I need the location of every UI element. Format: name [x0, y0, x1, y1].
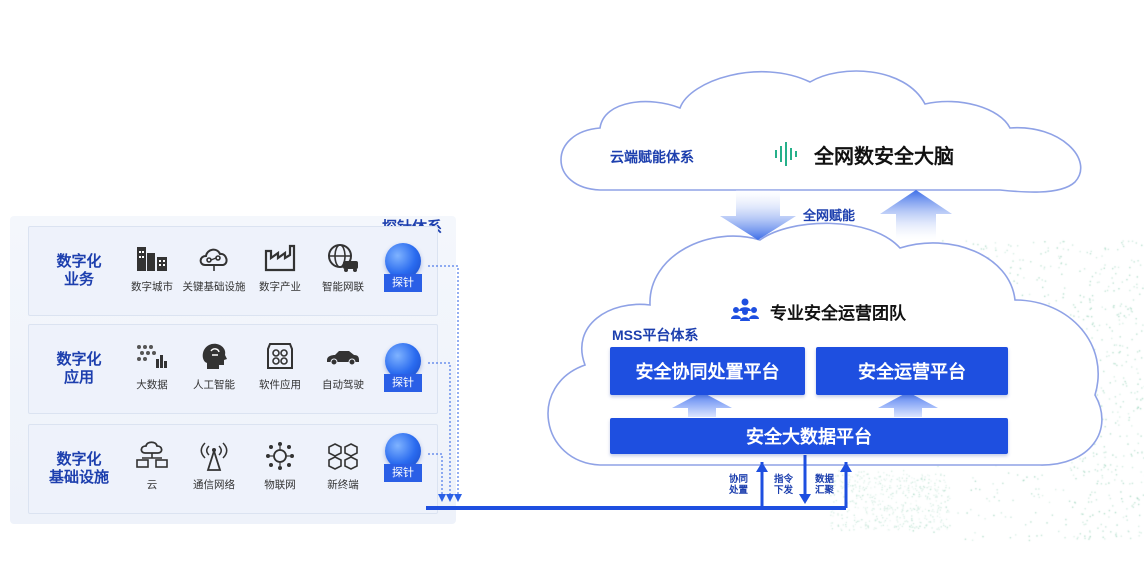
factory-icon: [264, 244, 296, 272]
item-label: 云: [146, 479, 158, 491]
row-title-digital-business: 数字化 业务: [56, 253, 102, 288]
camera-probe-icon: [385, 343, 421, 379]
cloud-empowerment-label: 云端赋能体系: [610, 149, 694, 165]
team-people-icon: [731, 298, 759, 321]
coordinate-response-label: 协同 处置: [729, 474, 749, 496]
probe-tag: 探针: [384, 374, 422, 392]
top-cloud-outline: [560, 70, 1082, 193]
signal-tower-icon: [200, 442, 228, 471]
row-title-digital-application: 数字化 应用: [56, 351, 102, 386]
item-label: 新终端: [327, 479, 359, 491]
row-digital-business: 数字化 业务 数字城市 关键基础设施 数字产业 智能网联: [28, 226, 438, 316]
security-big-data-platform: 安全大数据平台: [610, 418, 1008, 454]
car-icon: [327, 351, 359, 366]
item-autonomous-driving: 自动驾驶: [308, 341, 378, 392]
item-digital-city: 数字城市: [117, 243, 187, 294]
item-smart-connected: 智能网联: [308, 243, 378, 294]
item-cloud: 云: [117, 441, 187, 492]
probe-line-infrastructure: [428, 453, 443, 496]
item-ai: 人工智能: [179, 341, 249, 392]
probe-tag: 探针: [384, 274, 422, 292]
item-label: 智能网联: [322, 281, 364, 293]
empower-up-arrow: [880, 190, 952, 240]
item-label: 自动驾驶: [322, 379, 364, 391]
network-security-brain-title: 全网数安全大脑: [814, 146, 954, 168]
item-label: 数字城市: [131, 281, 173, 293]
security-operations-platform: 安全运营平台: [816, 347, 1008, 395]
item-key-infrastructure: 关键基础设施: [179, 243, 249, 294]
item-label: 软件应用: [259, 379, 301, 391]
cubes-icon: [328, 443, 358, 470]
city-buildings-icon: [137, 247, 167, 271]
item-software-app: 软件应用: [245, 341, 315, 392]
software-app-icon: [267, 343, 293, 369]
data-collection-label: 数据 汇聚: [815, 474, 835, 496]
command-issue-label: 指令 下发: [774, 474, 794, 496]
camera-probe-icon: [385, 433, 421, 469]
globe-car-icon: [328, 244, 358, 272]
big-data-icon: [137, 345, 167, 368]
cloud-network-icon: [199, 248, 228, 271]
platform-up-arrow-left: [672, 392, 732, 417]
collaborative-response-platform: 安全协同处置平台: [610, 347, 805, 395]
ai-head-icon: [202, 343, 227, 369]
mss-platform-label: MSS平台体系: [612, 327, 699, 343]
probe-infrastructure: 探针: [381, 433, 425, 489]
item-label: 大数据: [136, 379, 168, 391]
empower-down-arrow: [720, 190, 796, 240]
empower-label: 全网赋能: [803, 208, 856, 223]
probe-tag: 探针: [384, 464, 422, 482]
probe-business: 探针: [381, 243, 425, 299]
platform-up-arrow-right: [878, 392, 938, 417]
item-label: 关键基础设施: [182, 281, 246, 293]
item-label: 物联网: [264, 479, 296, 491]
brain-logo-icon: [775, 142, 797, 166]
row-title-digital-infrastructure: 数字化 基础设施: [48, 451, 109, 486]
item-communication-network: 通信网络: [179, 441, 249, 492]
camera-probe-icon: [385, 243, 421, 279]
probe-line-application: [428, 362, 451, 496]
probe-application: 探针: [381, 343, 425, 399]
item-big-data: 大数据: [117, 341, 187, 392]
security-operations-team-title: 专业安全运营团队: [770, 304, 906, 323]
row-digital-infrastructure: 数字化 基础设施 云 通信网络 物联网 新终端: [28, 424, 438, 514]
item-label: 人工智能: [193, 379, 235, 391]
item-label: 通信网络: [193, 479, 235, 491]
iot-network-icon: [266, 442, 294, 470]
item-iot: 物联网: [245, 441, 315, 492]
row-digital-application: 数字化 应用 大数据 人工智能 软件应用 自动驾驶: [28, 324, 438, 414]
item-new-terminal: 新终端: [308, 441, 378, 492]
probe-line-business: [428, 265, 459, 496]
item-label: 数字产业: [259, 281, 301, 293]
item-digital-industry: 数字产业: [245, 243, 315, 294]
cloud-computers-icon: [136, 441, 168, 468]
